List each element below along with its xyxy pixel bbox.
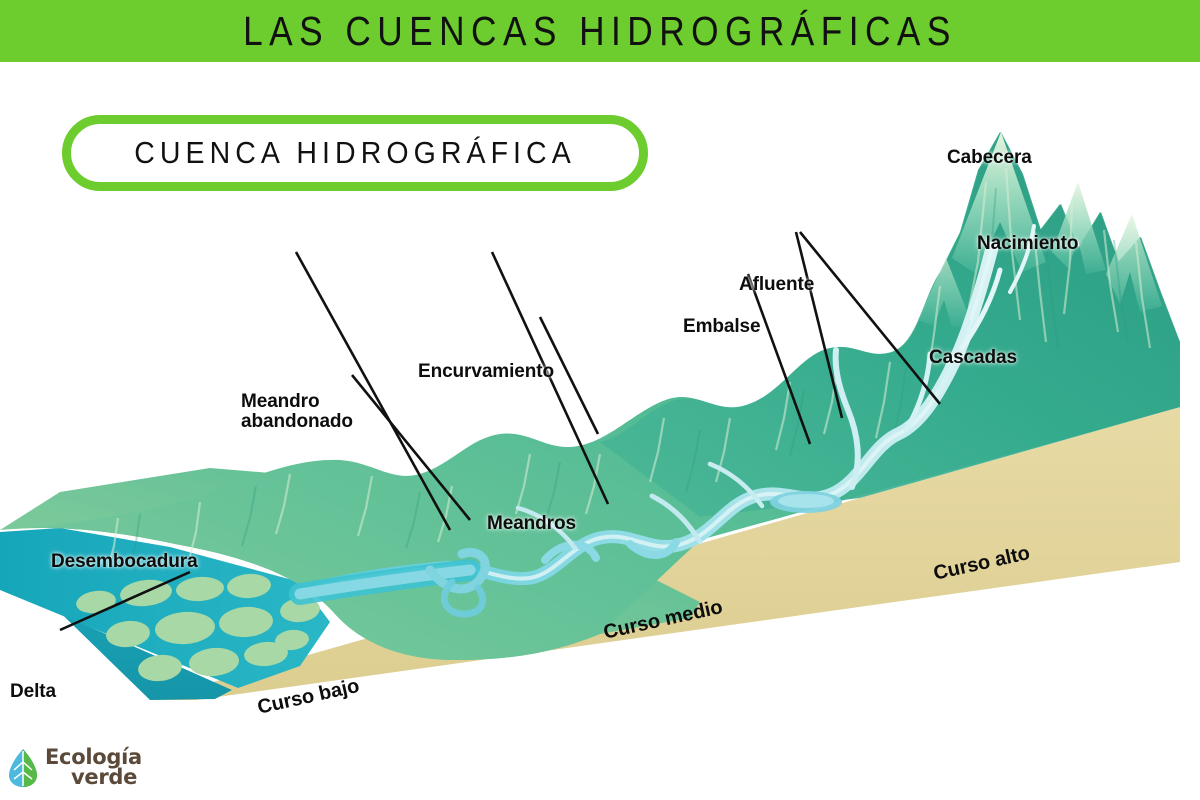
label-meandro-abandonado: Meandro abandonado (241, 391, 353, 433)
label-meandros: Meandros (487, 513, 576, 534)
leader-delta (59, 570, 191, 632)
callout-label: CUENCA HIDROGRÁFICA (134, 135, 576, 170)
leader-afluente-a (794, 231, 844, 419)
river-network (289, 224, 1036, 618)
ridge-shadows (129, 187, 1129, 567)
sea-front-face (0, 554, 232, 700)
leader-encurvamiento (538, 316, 600, 435)
leaf-icon (9, 749, 37, 787)
label-encurvamiento: Encurvamiento (418, 361, 554, 382)
leader-embalse (746, 273, 812, 445)
watershed-block-diagram (0, 132, 1180, 700)
leader-cuenca-left (294, 251, 452, 531)
label-desembocadura: Desembocadura (51, 551, 198, 572)
page-title: LAS CUENCAS HIDROGRÁFICAS (243, 7, 957, 54)
logo-line-2: verde (71, 765, 138, 789)
logo-line-1: Ecología (45, 745, 142, 770)
site-logo[interactable]: Ecología verde (8, 745, 142, 789)
label-cabecera: Cabecera (947, 147, 1032, 168)
header-banner: LAS CUENCAS HIDROGRÁFICAS (0, 0, 1200, 62)
leader-afluente-b (798, 231, 942, 405)
leader-lines (59, 231, 942, 632)
diagram-scene: CUENCA HIDROGRÁFICA Cabecera Nacimiento … (0, 62, 1200, 800)
label-afluente: Afluente (739, 274, 815, 295)
label-nacimiento: Nacimiento (977, 233, 1079, 254)
logo-text: Ecología verde (45, 745, 142, 789)
label-cascadas: Cascadas (929, 347, 1017, 368)
label-delta: Delta (10, 681, 56, 702)
ridge-highlights (106, 167, 1152, 569)
cuenca-hidrografica-callout: CUENCA HIDROGRÁFICA (62, 115, 648, 191)
leader-cuenca-right (490, 251, 610, 505)
label-embalse: Embalse (683, 316, 761, 337)
leader-meandro-abandonado (350, 374, 472, 521)
oxbow-lake (440, 578, 487, 618)
